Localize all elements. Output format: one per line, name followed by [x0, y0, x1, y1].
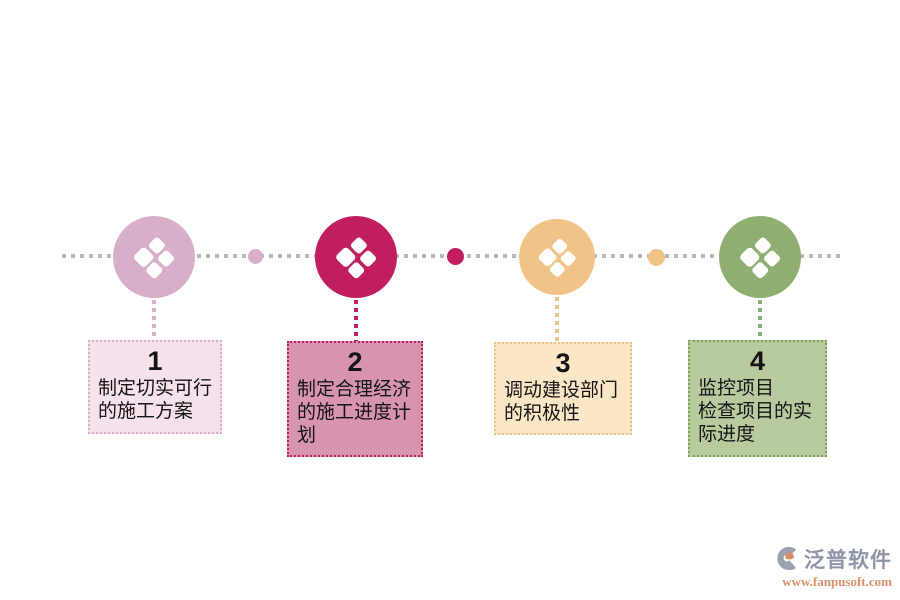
step-3-box: 3 调动建设部门的积极性: [494, 342, 632, 435]
step-1-number: 1: [147, 346, 163, 376]
timeline-dot-2: [447, 248, 464, 265]
timeline-dot-1: [248, 249, 263, 264]
step-3-connector: [555, 297, 559, 342]
step-3-number: 3: [555, 348, 571, 378]
step-3-circle: [519, 219, 595, 295]
watermark-brand: 泛普软件: [804, 549, 892, 572]
step-4-box: 4 监控项目 检查项目的实际进度: [688, 340, 827, 457]
step-3-text: 调动建设部门的积极性: [504, 380, 619, 425]
step-4-connector: [758, 300, 762, 340]
step-2-connector: [354, 300, 358, 341]
diamond-cluster-icon: [336, 237, 376, 279]
diamond-cluster-icon: [538, 238, 576, 277]
step-1-text: 制定切实可行的施工方案: [98, 378, 213, 423]
diamond-cluster-icon: [740, 237, 780, 279]
step-1-box: 1 制定切实可行的施工方案: [88, 340, 222, 434]
step-2-number: 2: [347, 347, 363, 377]
step-2-circle: [315, 216, 397, 298]
step-1-circle: [113, 216, 195, 298]
step-4-circle: [719, 216, 801, 298]
fanpu-logo-icon: [777, 546, 797, 571]
step-1-connector: [152, 300, 156, 340]
step-2-box: 2 制定合理经济的施工进度计划: [287, 341, 423, 457]
timeline-dot-3: [648, 249, 665, 266]
step-4-number: 4: [749, 346, 766, 376]
step-4-text: 监控项目 检查项目的实际进度: [698, 378, 813, 446]
watermark: 泛普软件 www.fanpusoft.com: [757, 544, 892, 590]
watermark-url: www.fanpusoft.com: [782, 574, 892, 589]
step-2-text: 制定合理经济的施工进度计划: [297, 379, 412, 447]
diamond-cluster-icon: [134, 237, 174, 279]
